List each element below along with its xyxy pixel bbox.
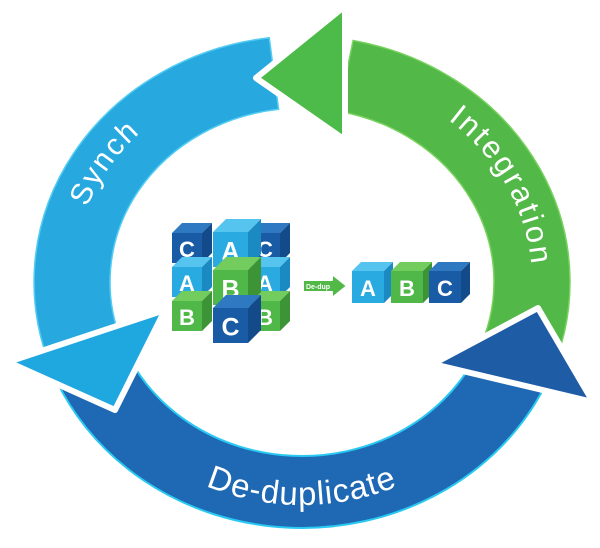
dedup-arrow: De-dup: [302, 273, 348, 299]
svg-text:C: C: [437, 276, 453, 301]
svg-text:A: A: [360, 276, 376, 301]
svg-text:C: C: [221, 314, 239, 342]
grid-cube: B: [172, 291, 212, 331]
svg-text:B: B: [257, 305, 273, 330]
result-cube: A: [352, 262, 393, 303]
svg-text:C: C: [179, 237, 195, 262]
svg-text:A: A: [257, 271, 273, 296]
synch-arrowhead-icon: [5, 307, 168, 413]
svg-text:A: A: [179, 271, 195, 296]
result-cube: C: [429, 262, 470, 303]
svg-text:C: C: [257, 237, 273, 262]
svg-text:B: B: [179, 305, 195, 330]
svg-text:B: B: [399, 276, 415, 301]
grid-cube: A: [172, 257, 212, 297]
deduplicate-arrowhead-icon: [430, 305, 596, 405]
grid-cube: C: [213, 295, 261, 343]
integration-arc: [337, 39, 571, 384]
result-cube: B: [391, 262, 432, 303]
deduplicate-arc: [48, 340, 545, 529]
integration-arrowhead-icon: [253, 3, 348, 143]
dedup-arrow-label: De-dup: [306, 284, 330, 291]
